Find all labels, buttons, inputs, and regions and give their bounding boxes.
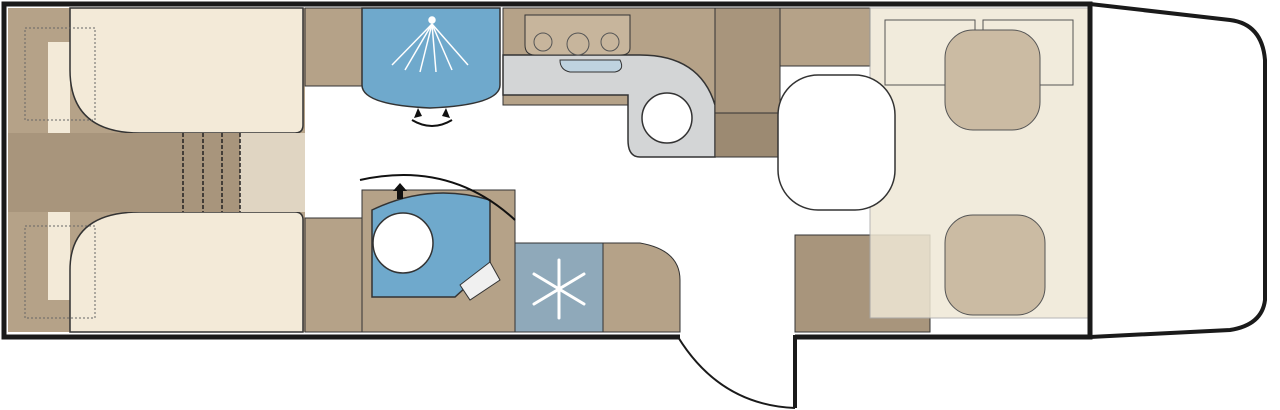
cabinet-entry[interactable]: [602, 242, 681, 333]
cabinet-column[interactable]: [714, 7, 871, 158]
wardrobe-bottom[interactable]: [304, 217, 363, 333]
shower[interactable]: [361, 7, 501, 127]
wardrobe-top[interactable]: [304, 7, 363, 87]
rear-bed-top[interactable]: [8, 7, 305, 134]
bed-steps: [8, 133, 305, 212]
sink: [559, 59, 623, 73]
exterior-wall: [1, 1, 1093, 340]
driver-seat: [944, 29, 1041, 131]
passenger-seat: [944, 214, 1046, 316]
sink-basin: [641, 92, 693, 144]
washbasin: [459, 261, 501, 301]
fridge[interactable]: [514, 242, 604, 333]
cab-front: [1089, 2, 1267, 339]
entry-door[interactable]: [677, 336, 796, 409]
stove-burners-icon: [533, 32, 620, 56]
shower-head-icon: [391, 16, 469, 73]
door-arrow-icon: [442, 108, 450, 118]
dinette[interactable]: [777, 7, 1091, 333]
rear-bed-bottom[interactable]: [8, 211, 305, 333]
toilet: [372, 212, 434, 274]
dining-table: [777, 74, 896, 211]
door-arrow-icon: [393, 183, 407, 199]
door-arrow-icon: [414, 108, 422, 118]
toilet-room[interactable]: [359, 174, 516, 333]
kitchen[interactable]: [502, 7, 716, 158]
snowflake-icon: [532, 258, 586, 320]
